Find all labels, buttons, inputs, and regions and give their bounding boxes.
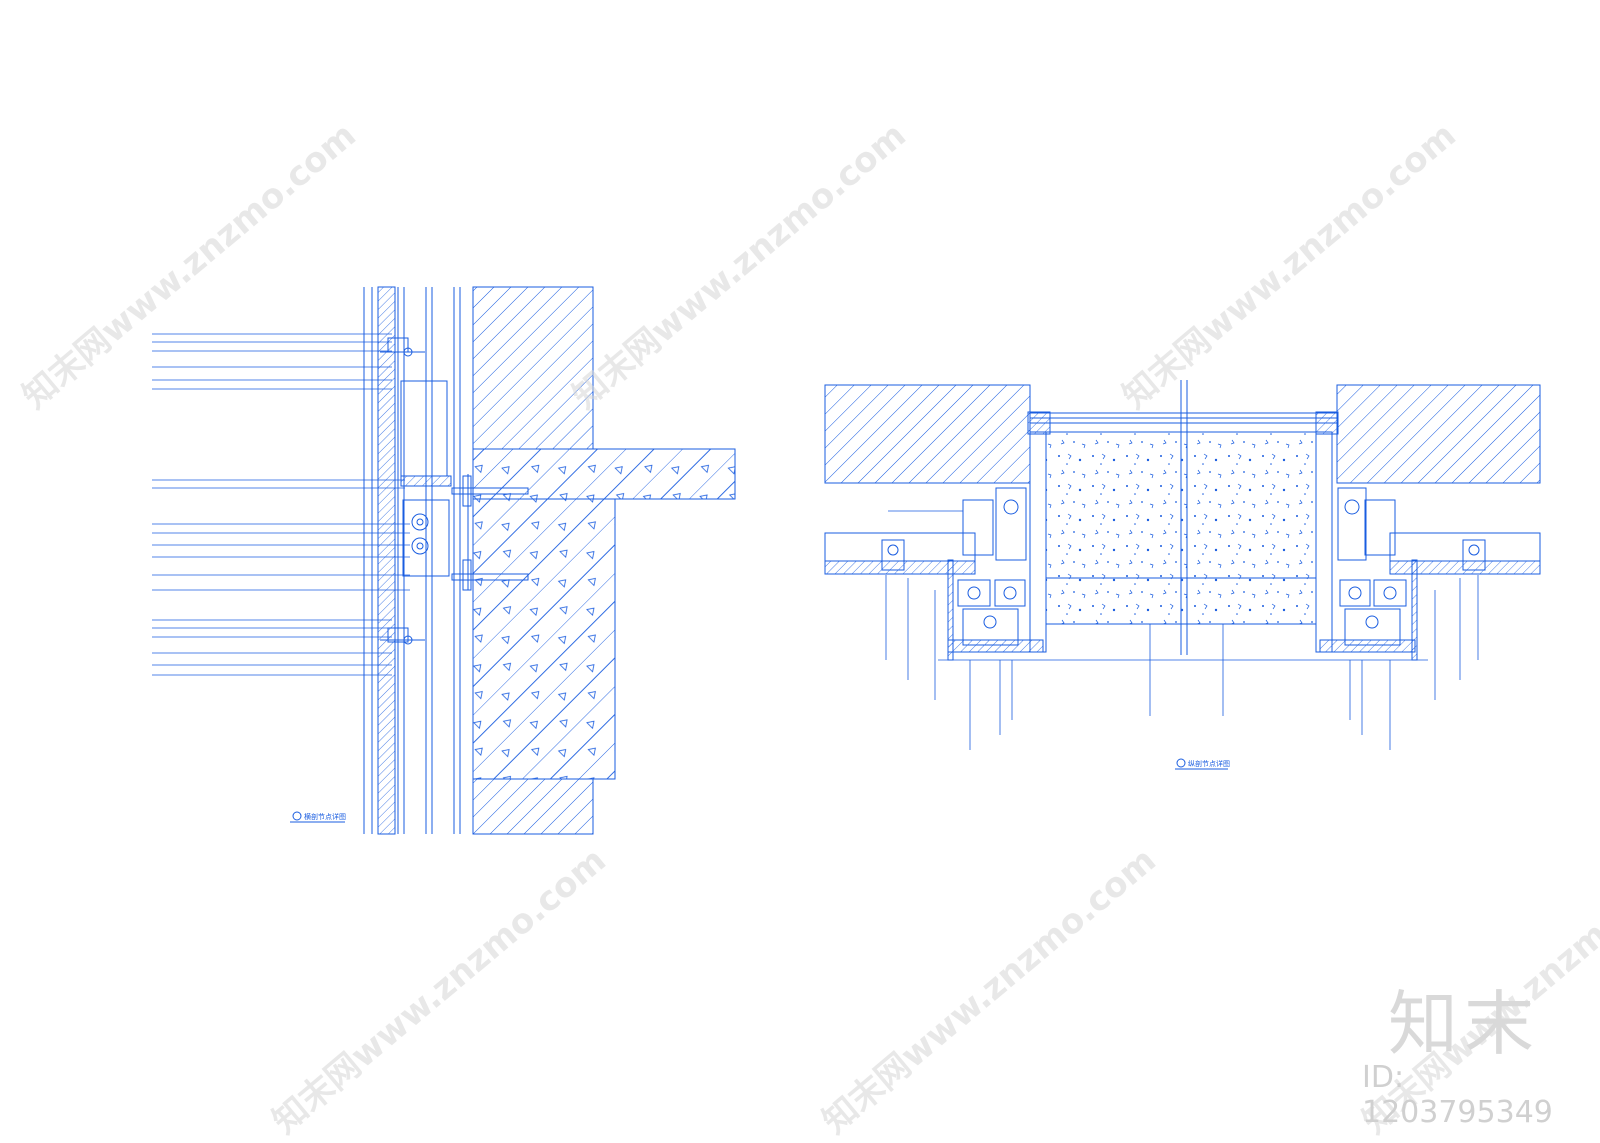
left-wall-lower (472, 778, 594, 835)
left-beam (472, 498, 616, 780)
left-section-drawing (152, 286, 736, 835)
brand-logo: 知末 (1388, 983, 1540, 1065)
cad-svg: 横剖节点详图 (152, 286, 1541, 835)
left-drawing-title: 横剖节点详图 (304, 812, 346, 821)
left-cladding-panel (377, 286, 396, 835)
left-wall-upper (472, 286, 594, 450)
right-section-drawing (824, 380, 1541, 770)
cad-drawing-sheet: 横剖节点详图 (152, 286, 1541, 835)
left-keel-box (400, 380, 448, 477)
right-drawing-title: 纵剖节点详图 (1188, 759, 1230, 768)
right-wall-right (1336, 384, 1541, 484)
left-slab (472, 448, 736, 500)
right-wall-left (824, 384, 1031, 484)
left-bracket (402, 499, 450, 577)
